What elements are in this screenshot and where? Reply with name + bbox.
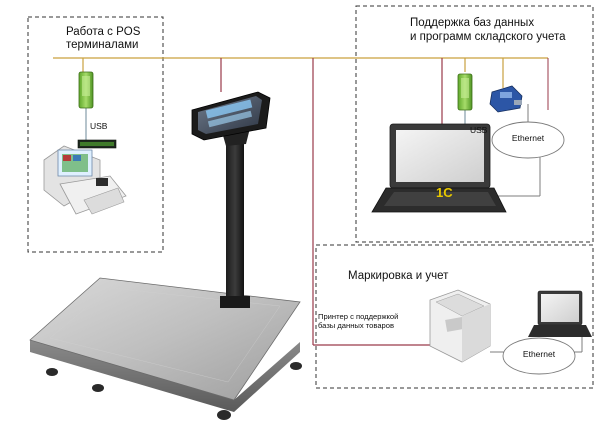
usb-ethernet-adapter-icon <box>489 85 523 113</box>
scale-platform-icon <box>29 277 302 420</box>
printer-label-line2: базы данных товаров <box>318 321 395 330</box>
warehouse-group-title-line1: Поддержка баз данных <box>410 17 535 29</box>
pos-group-title-line1: Работа с POS <box>66 26 141 38</box>
label-printer-icon <box>429 289 491 363</box>
usb-dongle-right-icon <box>457 73 473 111</box>
ethernet-bottom-label: Ethernet <box>522 349 556 359</box>
ethernet-top-label: Ethernet <box>511 133 545 143</box>
laptop-labeling-icon <box>528 290 592 337</box>
scale-terminal-icon <box>191 91 271 141</box>
software-logo: 1С <box>436 185 453 200</box>
usb-dongle-left-icon <box>78 71 94 109</box>
pos-group-title-line2: терминалами <box>66 39 139 51</box>
usb-right-label: USB <box>470 125 488 135</box>
scale-pole-icon <box>220 128 250 308</box>
warehouse-group-frame <box>355 5 594 243</box>
usb-left-label: USB <box>90 121 108 131</box>
printer-label-line1: Принтер с поддержкой <box>318 312 399 321</box>
labeling-group-title: Маркировка и учет <box>348 270 449 282</box>
laptop-warehouse-icon <box>371 123 507 213</box>
pos-group-frame <box>27 16 164 253</box>
warehouse-group-title-line2: и программ складского учета <box>410 31 566 43</box>
ethernet-bottom-cloud <box>502 337 576 375</box>
pos-terminal-icon <box>43 139 127 215</box>
ethernet-top-cloud <box>491 121 565 159</box>
